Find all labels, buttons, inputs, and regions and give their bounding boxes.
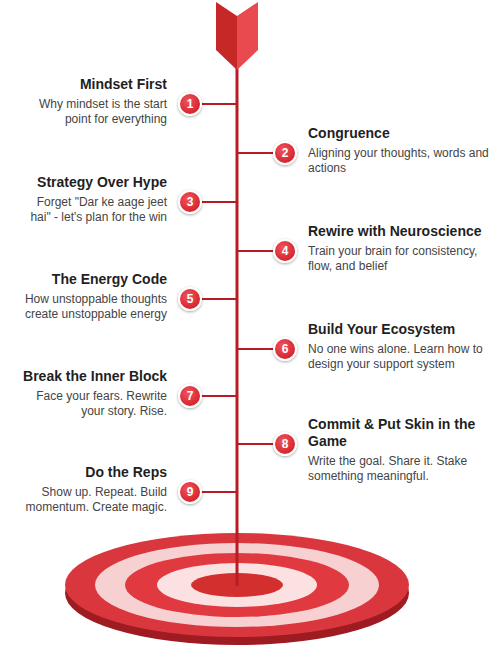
step-text: Do the RepsShow up. Repeat. Build moment… (22, 464, 167, 515)
step-title: Mindset First (22, 76, 167, 93)
step-description: Write the goal. Share it. Stake somethin… (308, 454, 494, 484)
step-text: Break the Inner BlockFace your fears. Re… (22, 368, 167, 419)
step-description: Forget "Dar ke aage jeet hai" - let's pl… (22, 195, 167, 225)
tick-lines (201, 104, 274, 492)
numbered-circle: 2 (273, 141, 297, 165)
step-title: Break the Inner Block (22, 368, 167, 385)
callout-number: 7 (187, 390, 194, 402)
step-text: Strategy Over HypeForget "Dar ke aage je… (22, 174, 167, 225)
step-title: The Energy Code (22, 271, 167, 288)
callout-number: 2 (282, 147, 289, 159)
step-description: No one wins alone. Learn how to design y… (308, 342, 494, 372)
step-text: The Energy CodeHow unstoppable thoughts … (22, 271, 167, 322)
step-description: Why mindset is the start point for every… (22, 97, 167, 127)
step-title: Commit & Put Skin in the Game (308, 416, 494, 450)
numbered-circle: 4 (273, 239, 297, 263)
step-text: Rewire with NeuroscienceTrain your brain… (308, 223, 494, 274)
step-description: Train your brain for consistency, flow, … (308, 244, 494, 274)
step-title: Rewire with Neuroscience (308, 223, 494, 240)
numbered-circle: 8 (273, 432, 297, 456)
callout-number: 6 (282, 343, 289, 355)
step-description: How unstoppable thoughts create unstoppa… (22, 292, 167, 322)
step-description: Face your fears. Rewrite your story. Ris… (22, 389, 167, 419)
step-text: Build Your Ecosystem No one wins alone. L… (308, 321, 494, 372)
callout-number: 1 (187, 98, 194, 110)
step-text: Mindset FirstWhy mindset is the start po… (22, 76, 167, 127)
arrow-shaft (236, 50, 239, 586)
arrow-fletching (216, 2, 258, 70)
callout-number: 8 (282, 438, 289, 450)
numbered-circle: 7 (178, 384, 202, 408)
callout-number: 9 (187, 486, 194, 498)
step-text: Commit & Put Skin in the GameWrite the g… (308, 416, 494, 484)
step-title: Strategy Over Hype (22, 174, 167, 191)
step-title: Do the Reps (22, 464, 167, 481)
numbered-circle: 1 (178, 92, 202, 116)
step-text: CongruenceAligning your thoughts, words … (308, 125, 494, 176)
step-title: Build Your Ecosystem (308, 321, 494, 338)
callout-number: 3 (187, 196, 194, 208)
numbered-circle: 5 (178, 287, 202, 311)
callout-number: 4 (282, 245, 289, 257)
callout-number: 5 (187, 293, 194, 305)
step-description: Aligning your thoughts, words and action… (308, 146, 494, 176)
numbered-circle: 3 (178, 190, 202, 214)
numbered-circle: 6 (273, 337, 297, 361)
numbered-circle: 9 (178, 480, 202, 504)
step-title: Congruence (308, 125, 494, 142)
step-description: Show up. Repeat. Build momentum. Create … (22, 485, 167, 515)
